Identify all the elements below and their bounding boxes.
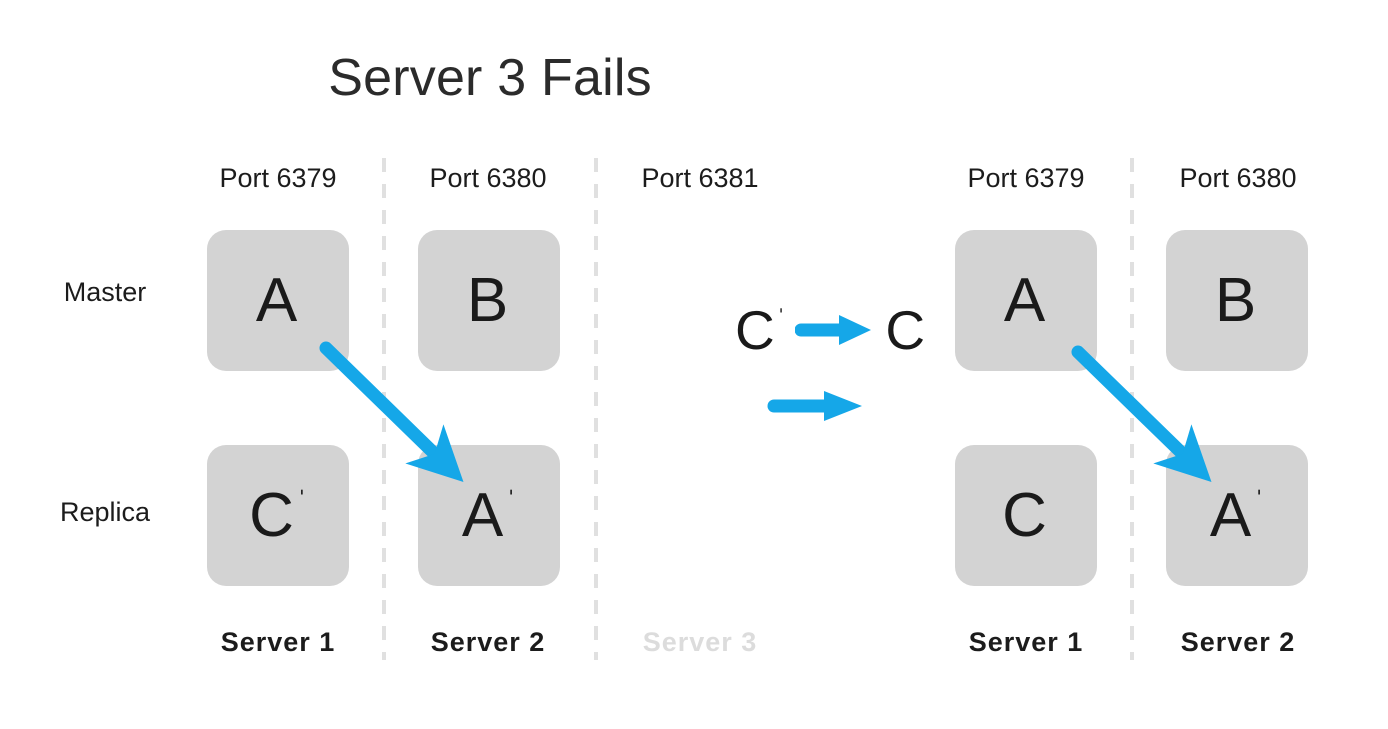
row-label-replica: Replica <box>59 497 151 527</box>
page-title: Server 3 Fails <box>328 49 652 107</box>
node-prime: ˈ <box>506 484 517 518</box>
node-right-master-server1[interactable]: A <box>955 230 1097 371</box>
transition-from-prime: ˈ <box>776 302 786 333</box>
node-letter: B <box>466 265 509 335</box>
divider-left-1 <box>382 158 386 660</box>
node-right-replica-server1[interactable]: C <box>955 445 1097 586</box>
port-label-right-2: Port 6380 <box>1179 163 1297 193</box>
node-glyph: A <box>1003 265 1048 335</box>
port-label-left-1: Port 6379 <box>219 163 337 193</box>
row-label-master: Master <box>63 277 147 307</box>
transition-to-glyph: C <box>885 298 927 361</box>
replication-arrow-right <box>1071 345 1212 482</box>
port-label-left-3: Port 6381 <box>641 163 759 193</box>
node-left-master-server1[interactable]: A <box>207 230 349 371</box>
node-right-master-server2[interactable]: B <box>1166 230 1308 371</box>
node-prime: ˈ <box>1254 484 1265 518</box>
state-change-arrow <box>767 391 862 421</box>
node-letter: A <box>461 480 504 550</box>
node-prime: ˈ <box>296 484 307 518</box>
divider-right-1 <box>1130 158 1134 660</box>
node-letter: A <box>1003 265 1046 335</box>
node-letter: C <box>1002 480 1047 550</box>
node-letter: A <box>255 265 298 335</box>
node-glyph: A <box>255 265 300 335</box>
node-letter: B <box>1214 265 1257 335</box>
port-label-right-1: Port 6379 <box>967 163 1085 193</box>
node-left-master-server2[interactable]: B <box>418 230 560 371</box>
port-label-left-2: Port 6380 <box>429 163 547 193</box>
transition-to-letter: C <box>885 298 926 361</box>
node-glyph: C <box>1002 480 1050 550</box>
server-label-left-1: Server 1 <box>220 627 336 657</box>
node-glyph: B <box>1214 265 1259 335</box>
node-letter: A <box>1209 480 1252 550</box>
server-label-right-2: Server 2 <box>1180 627 1296 657</box>
transition-from-letter: C <box>735 298 775 361</box>
node-glyph: B <box>466 265 511 335</box>
transition-arrow-icon <box>795 313 875 347</box>
server-label-left-2: Server 2 <box>430 627 546 657</box>
node-letter: C <box>249 480 294 550</box>
server-label-right-1: Server 1 <box>968 627 1084 657</box>
divider-left-2 <box>594 158 598 660</box>
server-label-left-3: Server 3 <box>642 627 758 657</box>
arrow-right-icon <box>795 315 872 345</box>
